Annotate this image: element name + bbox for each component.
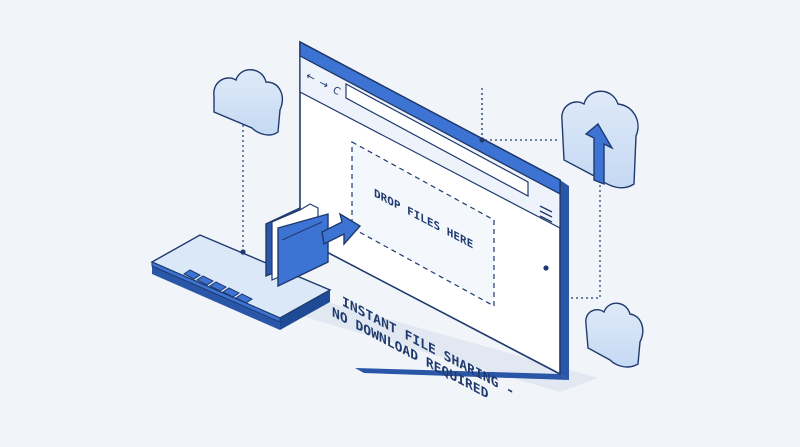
cloud-upload-icon — [561, 90, 639, 189]
cloud-icon — [213, 69, 284, 136]
cloud-icon — [585, 302, 644, 368]
browser-window — [299, 40, 569, 380]
connector-dot — [479, 137, 485, 143]
connector-dot — [543, 265, 549, 271]
drop-zone[interactable] — [351, 140, 495, 308]
folder-icon[interactable] — [265, 203, 329, 288]
device-platform — [150, 234, 332, 330]
hamburger-menu-icon[interactable] — [539, 205, 553, 223]
connector-dot — [240, 249, 246, 255]
arrow-right-icon — [321, 212, 362, 246]
device-keys — [183, 269, 253, 304]
upload-arrow-icon — [584, 122, 614, 186]
address-bar[interactable] — [345, 82, 529, 198]
refresh-icon[interactable]: C — [331, 85, 342, 98]
browser-shadow — [288, 300, 598, 392]
